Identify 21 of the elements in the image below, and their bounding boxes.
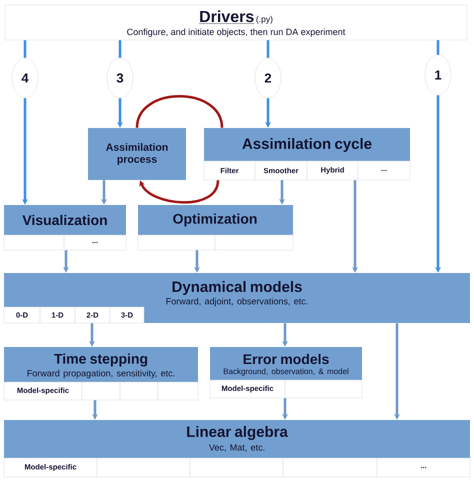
module-box: Assimilation process	[88, 128, 186, 180]
connector-line	[436, 40, 440, 55]
step-number-oval: 1	[424, 54, 452, 96]
table-cell	[120, 382, 158, 400]
step-number-oval: 3	[106, 58, 134, 98]
table-cell	[282, 458, 378, 478]
connector-line	[118, 40, 122, 58]
connector-line	[266, 40, 270, 58]
table-cell	[96, 458, 190, 478]
connector-line	[24, 40, 26, 58]
table-cell	[284, 380, 362, 398]
step-number-oval: 2	[254, 58, 282, 98]
table-cell	[82, 382, 120, 400]
table-cell	[190, 458, 284, 478]
table-cell	[214, 234, 294, 250]
step-number-oval: 4	[12, 58, 38, 98]
arrow	[139, 180, 220, 204]
table-cell	[158, 382, 198, 400]
table-cell	[4, 234, 64, 250]
table-cell	[138, 234, 216, 250]
connector-line	[136, 95, 224, 128]
